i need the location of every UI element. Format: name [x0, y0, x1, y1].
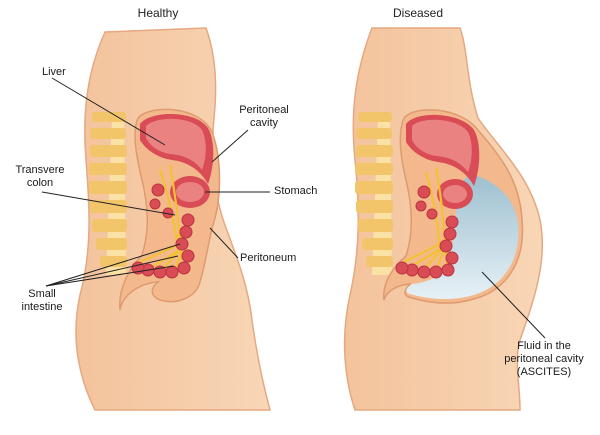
- label-peritoneum: Peritoneum: [240, 252, 296, 265]
- label-liver: Liver: [42, 66, 66, 79]
- label-fluid-line3: (ASCITES): [492, 366, 596, 379]
- diseased-title: Diseased: [358, 6, 478, 20]
- label-small-intestine-line1: Small: [14, 288, 70, 301]
- label-transverse-colon-line1: Transvere: [10, 164, 70, 177]
- label-stomach: Stomach: [274, 185, 317, 198]
- label-peritoneal-cavity-line2: cavity: [234, 117, 294, 130]
- label-transverse-colon-line2: colon: [10, 177, 70, 190]
- label-peritoneal-cavity-line1: Peritoneal: [234, 104, 294, 117]
- label-small-intestine: Small intestine: [14, 288, 70, 314]
- label-fluid-line1: Fluid in the: [492, 340, 596, 353]
- healthy-figure: [76, 28, 270, 410]
- label-fluid: Fluid in the peritoneal cavity (ASCITES): [492, 340, 596, 379]
- label-transverse-colon: Transvere colon: [10, 164, 70, 190]
- label-fluid-line2: peritoneal cavity: [492, 353, 596, 366]
- leader-peritoneal-cavity: [212, 130, 248, 162]
- label-small-intestine-line2: intestine: [14, 301, 70, 314]
- label-peritoneal-cavity: Peritoneal cavity: [234, 104, 294, 130]
- healthy-title: Healthy: [98, 6, 218, 20]
